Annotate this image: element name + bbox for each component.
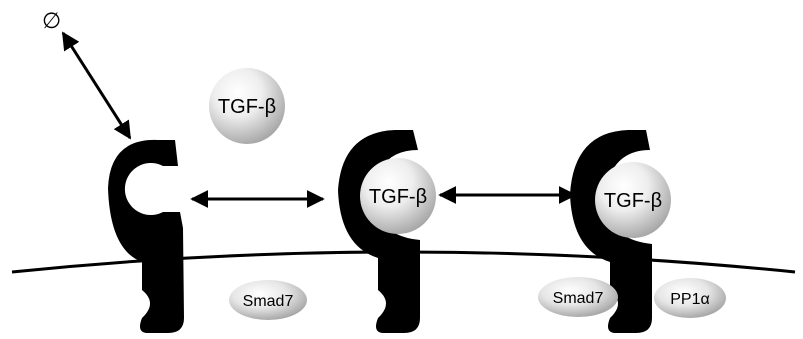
ligand-free-label: TGF-β [218, 96, 276, 118]
ligand-free: TGF-β [209, 68, 285, 144]
smad7-bound-label: Smad7 [553, 290, 604, 307]
pp1-alpha: PP1α [654, 278, 726, 318]
smad7-free: Smad7 [229, 280, 307, 320]
smad7-bound: Smad7 [538, 277, 618, 317]
pp1-alpha-label: PP1α [670, 291, 710, 308]
receptor-complex: TGF-β [570, 130, 671, 333]
ligand-bound-label: TGF-β [369, 186, 427, 208]
smad7-free-label: Smad7 [243, 293, 294, 310]
receptor-unbound [108, 139, 184, 333]
ligand-complex-label: TGF-β [604, 190, 662, 212]
degradation-arrow [61, 31, 132, 140]
receptor-bound: TGF-β [338, 130, 436, 333]
degradation-symbol: ∅ [42, 8, 61, 33]
